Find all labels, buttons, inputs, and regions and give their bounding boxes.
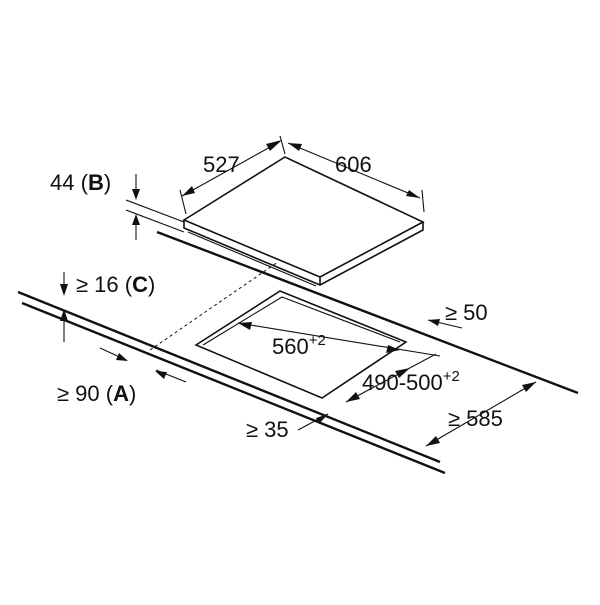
arrowhead bbox=[116, 353, 128, 361]
label-585: ≥ 585 bbox=[448, 406, 503, 431]
label-490-tol: +2 bbox=[443, 368, 460, 385]
arrowhead bbox=[132, 189, 140, 200]
cutout-outline bbox=[194, 290, 408, 399]
label-90-value: ≥ 90 bbox=[57, 381, 100, 406]
cooktop bbox=[182, 156, 425, 287]
arrowhead bbox=[395, 368, 410, 378]
label-90-tag: A bbox=[113, 381, 129, 406]
worktop bbox=[17, 230, 579, 475]
label-16: ≥ 16 (C) bbox=[76, 272, 155, 297]
worktop-front-bottom-edge bbox=[21, 301, 446, 475]
label-560-value: 560 bbox=[272, 334, 309, 359]
label-50: ≥ 50 bbox=[445, 300, 488, 325]
label-44-tag: B bbox=[88, 170, 104, 195]
dim-line-527 bbox=[181, 145, 273, 197]
arrowhead bbox=[182, 186, 195, 196]
label-527: 527 bbox=[203, 152, 240, 177]
label-490-500: 490-500+2 bbox=[362, 368, 460, 395]
label-44-value: 44 bbox=[50, 170, 74, 195]
worktop-rear-edge bbox=[156, 230, 579, 395]
dim-side-clearance: ≥ 35 bbox=[246, 413, 329, 442]
cutout-inner-edge bbox=[202, 296, 401, 346]
worktop-front-top-edge bbox=[17, 290, 441, 464]
dim-cutout-depth: 490-500+2 bbox=[345, 353, 460, 403]
ext-line-527-right bbox=[279, 135, 286, 155]
label-90: ≥ 90 (A) bbox=[57, 381, 136, 406]
arrowhead bbox=[266, 140, 282, 151]
label-560: 560+2 bbox=[272, 332, 326, 359]
dim-cooktop-depth: 527 bbox=[179, 135, 286, 215]
dim-worktop-depth: ≥ 585 bbox=[425, 381, 537, 447]
dim-cooktop-height: 44 (B) bbox=[50, 170, 185, 240]
label-560-tol: +2 bbox=[309, 332, 326, 349]
label-44: 44 (B) bbox=[50, 170, 111, 195]
arrowhead bbox=[155, 371, 167, 379]
arrowhead bbox=[316, 414, 328, 424]
label-35: ≥ 35 bbox=[246, 417, 289, 442]
dim-cutout-width: 560+2 bbox=[237, 322, 441, 359]
ext-line-527-left bbox=[179, 189, 187, 215]
label-16-tag: C bbox=[132, 272, 148, 297]
arrowhead bbox=[346, 392, 360, 402]
arrowhead bbox=[60, 284, 68, 296]
arrowhead bbox=[522, 382, 536, 392]
dim-cooktop-width: 606 bbox=[287, 142, 425, 213]
ext-line-44-bottom bbox=[125, 209, 185, 233]
dim-line-560 bbox=[237, 322, 441, 357]
label-16-value: ≥ 16 bbox=[76, 272, 119, 297]
ext-line-606-right bbox=[421, 189, 425, 213]
label-490-value: 490-500 bbox=[362, 370, 443, 395]
dim-line-606 bbox=[287, 142, 421, 199]
label-606: 606 bbox=[335, 152, 372, 177]
arrowhead bbox=[426, 436, 440, 446]
arrowhead bbox=[60, 309, 68, 321]
arrowhead bbox=[132, 214, 140, 225]
ext-line-44-top bbox=[125, 199, 185, 223]
cutout bbox=[194, 290, 408, 399]
dim-front-clearance: ≥ 90 (A) bbox=[57, 347, 187, 406]
cooktop-bottom-edge bbox=[187, 231, 317, 287]
dim-rear-clearance: ≥ 50 bbox=[427, 300, 488, 329]
arrowhead bbox=[386, 345, 400, 353]
arrowhead bbox=[428, 319, 440, 326]
dim-worktop-thickness: ≥ 16 (C) bbox=[60, 272, 155, 342]
arrowhead bbox=[406, 190, 420, 198]
arrowhead bbox=[288, 143, 302, 151]
dim-line-585 bbox=[425, 381, 537, 447]
dim-line-490 bbox=[345, 353, 437, 403]
cooktop-side-edges bbox=[183, 220, 424, 286]
worktop-hidden-left-edge bbox=[149, 261, 279, 351]
arrowhead bbox=[238, 322, 252, 330]
